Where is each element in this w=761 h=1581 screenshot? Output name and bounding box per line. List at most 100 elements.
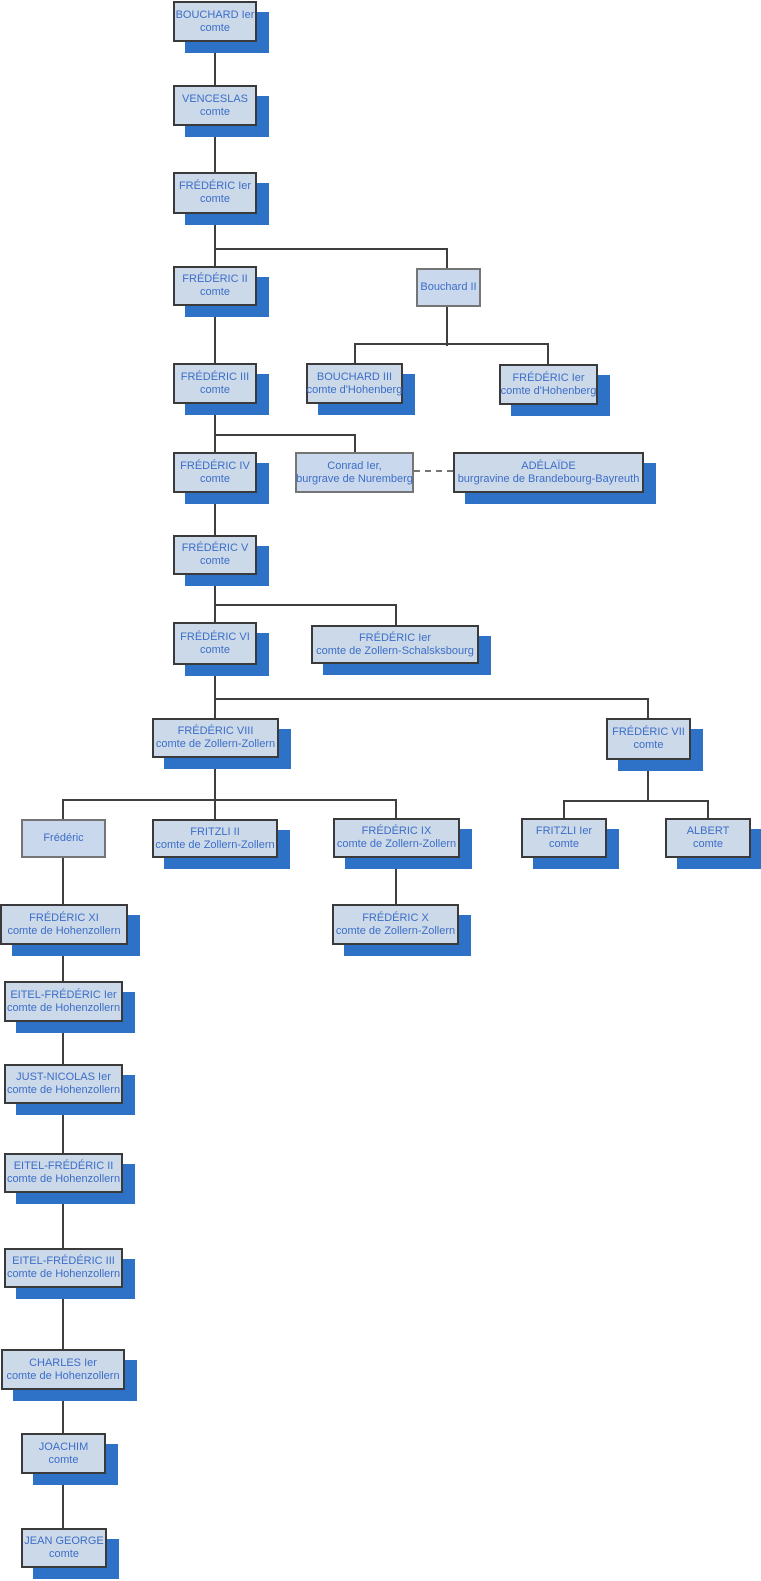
- connector-line-vertical: [214, 214, 216, 266]
- node-subtitle: comte: [549, 838, 579, 850]
- node-subtitle: comte d'Hohenberg: [306, 383, 403, 396]
- node-title: CHARLES Ier: [29, 1356, 97, 1369]
- node-title: JEAN GEORGE: [24, 1535, 104, 1547]
- node-subtitle: comte de Hohenzollern: [6, 1084, 121, 1096]
- node-title: BOUCHARD III: [316, 370, 393, 383]
- connector-line-vertical: [214, 800, 216, 819]
- node-title: VENCESLAS: [181, 92, 249, 105]
- node-subtitle: comte: [200, 286, 230, 298]
- connector-line-horizontal: [214, 698, 649, 700]
- connector-line-vertical: [62, 858, 64, 904]
- tree-node-conrad-ier: Conrad Ier,burgrave de Nuremberg: [295, 452, 414, 493]
- node-subtitle: burgrave de Nuremberg: [296, 472, 413, 485]
- node-subtitle: comte de Zollern-Zollern: [336, 838, 457, 850]
- node-subtitle: comte de Hohenzollern: [6, 1173, 121, 1185]
- node-subtitle: comte de Zollern-Zollern: [335, 924, 456, 937]
- node-title: FRÉDÉRIC Ier: [512, 371, 585, 384]
- connector-line-vertical: [62, 1104, 64, 1153]
- node-subtitle: burgravine de Brandebourg-Bayreuth: [457, 472, 640, 485]
- node-subtitle: comte: [49, 1548, 79, 1560]
- connector-line-vertical: [647, 760, 649, 801]
- connector-line-vertical: [214, 493, 216, 535]
- connector-line-vertical: [354, 435, 356, 452]
- node-subtitle: comte: [200, 193, 230, 205]
- connector-line-horizontal: [214, 434, 356, 436]
- node-subtitle: comte: [693, 838, 723, 850]
- connector-line-horizontal: [354, 343, 549, 345]
- node-subtitle: comte de Hohenzollern: [7, 924, 121, 937]
- node-title: JOACHIM: [38, 1440, 89, 1453]
- node-title: FRITZLI Ier: [535, 825, 593, 837]
- connector-line-vertical: [354, 344, 356, 363]
- node-subtitle: comte de Hohenzollern: [6, 1268, 121, 1280]
- connector-line-vertical: [563, 801, 565, 818]
- connector-line-horizontal: [214, 248, 448, 250]
- connector-line-horizontal: [62, 799, 397, 801]
- connector-line-vertical: [62, 1474, 64, 1528]
- node-title: Bouchard II: [420, 281, 477, 293]
- node-title: JUST-NICOLAS Ier: [16, 1071, 111, 1083]
- node-title: ALBERT: [686, 825, 730, 837]
- connector-line-vertical: [395, 605, 397, 625]
- connector-line-vertical: [446, 307, 448, 346]
- connector-line-horizontal: [563, 800, 709, 802]
- node-subtitle: comte de Hohenzollern: [6, 1369, 120, 1382]
- node-subtitle: comte de Hohenzollern: [6, 1001, 121, 1014]
- connector-line-vertical: [214, 575, 216, 622]
- connector-line-vertical: [647, 699, 649, 718]
- node-title: FRÉDÉRIC VI: [180, 630, 250, 643]
- node-title: FRÉDÉRIC Ier: [178, 180, 252, 192]
- connector-line-vertical: [62, 1288, 64, 1349]
- connector-line-vertical: [62, 800, 64, 819]
- marriage-dashed-line: [414, 470, 453, 472]
- node-title: Conrad Ier,: [327, 459, 382, 472]
- connector-line-vertical: [214, 42, 216, 85]
- node-subtitle: comte d'Hohenberg: [500, 384, 597, 397]
- tree-node-bouchard-ii: Bouchard II: [416, 268, 481, 307]
- node-title: EITEL-FRÉDÉRIC III: [12, 1255, 115, 1267]
- connector-line-vertical: [547, 344, 549, 364]
- node-title: BOUCHARD Ier: [175, 8, 255, 21]
- node-title: FRÉDÉRIC IV: [180, 459, 250, 472]
- connector-line-vertical: [214, 126, 216, 172]
- connector-line-vertical: [707, 801, 709, 818]
- connector-line-vertical: [62, 1193, 64, 1248]
- node-title: EITEL-FRÉDÉRIC Ier: [10, 988, 117, 1001]
- node-title: FRÉDÉRIC X: [362, 911, 429, 924]
- node-title: FRÉDÉRIC XI: [29, 911, 99, 924]
- node-title: Frédéric: [43, 832, 84, 844]
- node-title: FRÉDÉRIC VII: [612, 726, 685, 738]
- node-title: EITEL-FRÉDÉRIC II: [13, 1160, 114, 1172]
- node-title: FRÉDÉRIC III: [180, 370, 250, 383]
- node-subtitle: comte: [200, 643, 230, 656]
- node-subtitle: comte: [200, 472, 230, 485]
- node-subtitle: comte: [633, 739, 664, 751]
- node-title: FRITZLI II: [190, 825, 240, 838]
- node-title: FRÉDÉRIC IX: [361, 825, 432, 837]
- node-title: FRÉDÉRIC Ier: [358, 631, 432, 644]
- connector-line-vertical: [395, 800, 397, 818]
- node-subtitle: comte: [200, 383, 230, 396]
